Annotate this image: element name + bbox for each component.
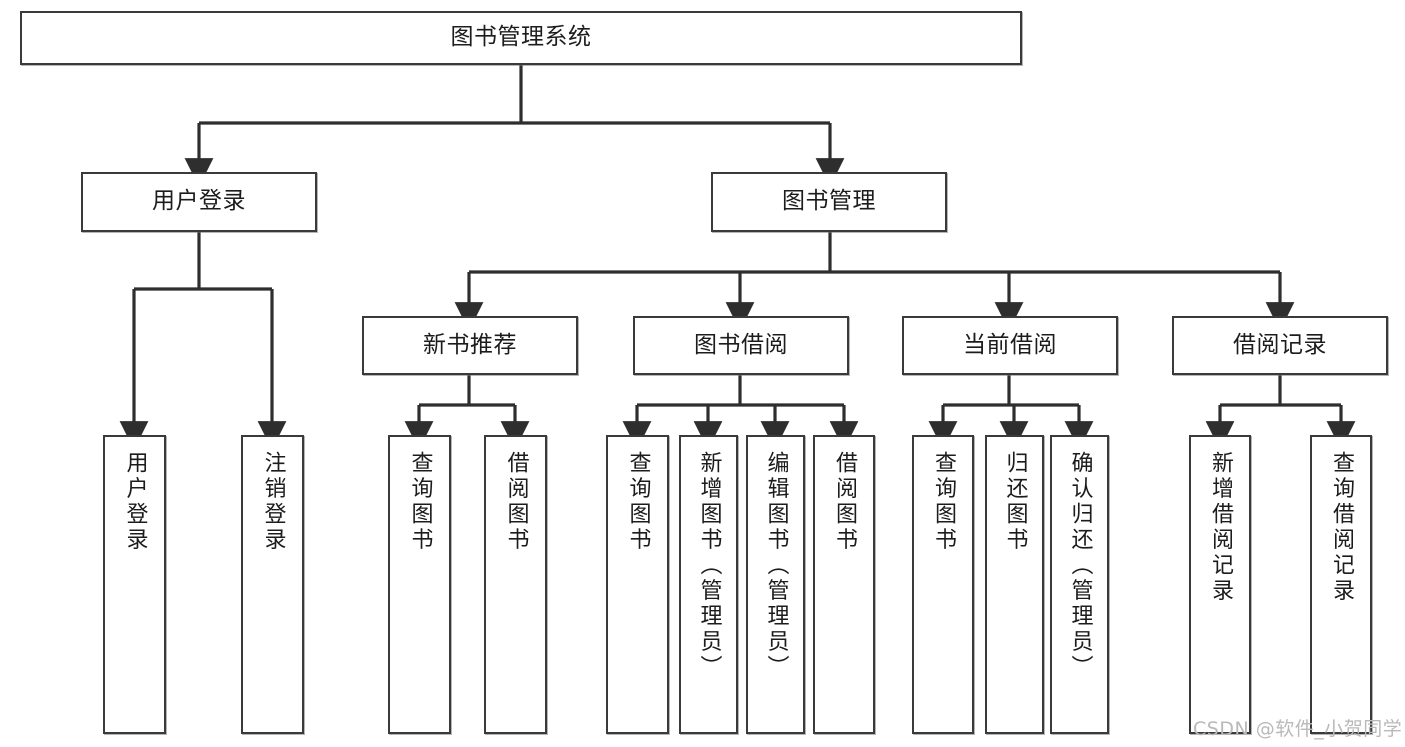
node-leaf-confirm-return-admin-label: 确认归还（管理员）: [1067, 451, 1093, 681]
node-leaf-query-book-borrow-label: 查询图书: [625, 451, 651, 553]
node-leaf-borrow-book-recommend[interactable]: 借阅图书: [484, 435, 547, 734]
node-leaf-query-book-recommend[interactable]: 查询图书: [388, 435, 451, 734]
node-leaf-return-book-label: 归还图书: [1002, 451, 1028, 553]
node-root-label: 图书管理系统: [450, 24, 592, 51]
node-book-management[interactable]: 图书管理: [711, 172, 947, 232]
node-borrow-record[interactable]: 借阅记录: [1172, 316, 1388, 375]
node-leaf-add-book-admin-label: 新增图书（管理员）: [696, 451, 722, 681]
node-current-borrow-label: 当前借阅: [963, 331, 1057, 358]
node-leaf-borrow-book-label: 借阅图书: [832, 451, 857, 553]
node-book-borrow-label: 图书借阅: [694, 331, 788, 358]
node-leaf-user-logout-label: 注销登录: [260, 451, 286, 553]
node-user-login[interactable]: 用户登录: [81, 172, 317, 232]
node-leaf-user-login[interactable]: 用户登录: [103, 435, 166, 734]
watermark: CSDN @软件_小贺同学: [1193, 718, 1403, 740]
node-new-book-recommend-label: 新书推荐: [423, 331, 517, 358]
node-leaf-query-book-recommend-label: 查询图书: [407, 451, 433, 553]
node-current-borrow[interactable]: 当前借阅: [902, 316, 1118, 375]
node-book-borrow[interactable]: 图书借阅: [633, 316, 849, 375]
node-leaf-add-borrow-record-label: 新增借阅记录: [1208, 451, 1233, 604]
node-root[interactable]: 图书管理系统: [20, 11, 1022, 65]
node-borrow-record-label: 借阅记录: [1233, 331, 1327, 358]
node-leaf-borrow-book[interactable]: 借阅图书: [813, 435, 875, 734]
node-leaf-return-book[interactable]: 归还图书: [985, 435, 1044, 734]
node-leaf-query-book-borrow[interactable]: 查询图书: [606, 435, 669, 734]
node-leaf-edit-book-admin-label: 编辑图书（管理员）: [763, 451, 789, 681]
node-leaf-query-borrow-record[interactable]: 查询借阅记录: [1310, 435, 1372, 734]
node-leaf-add-book-admin[interactable]: 新增图书（管理员）: [679, 435, 738, 734]
node-leaf-edit-book-admin[interactable]: 编辑图书（管理员）: [746, 435, 805, 734]
node-leaf-query-borrow-record-label: 查询借阅记录: [1329, 451, 1354, 604]
node-user-login-label: 用户登录: [152, 188, 246, 215]
node-new-book-recommend[interactable]: 新书推荐: [362, 316, 578, 375]
node-leaf-add-borrow-record[interactable]: 新增借阅记录: [1189, 435, 1251, 734]
node-leaf-query-book-current-label: 查询图书: [931, 451, 956, 553]
node-leaf-confirm-return-admin[interactable]: 确认归还（管理员）: [1050, 435, 1109, 734]
node-book-management-label: 图书管理: [782, 188, 876, 215]
node-leaf-borrow-book-recommend-label: 借阅图书: [503, 451, 529, 553]
node-leaf-user-login-label: 用户登录: [122, 451, 148, 553]
node-leaf-user-logout[interactable]: 注销登录: [241, 435, 304, 734]
node-leaf-query-book-current[interactable]: 查询图书: [912, 435, 974, 734]
